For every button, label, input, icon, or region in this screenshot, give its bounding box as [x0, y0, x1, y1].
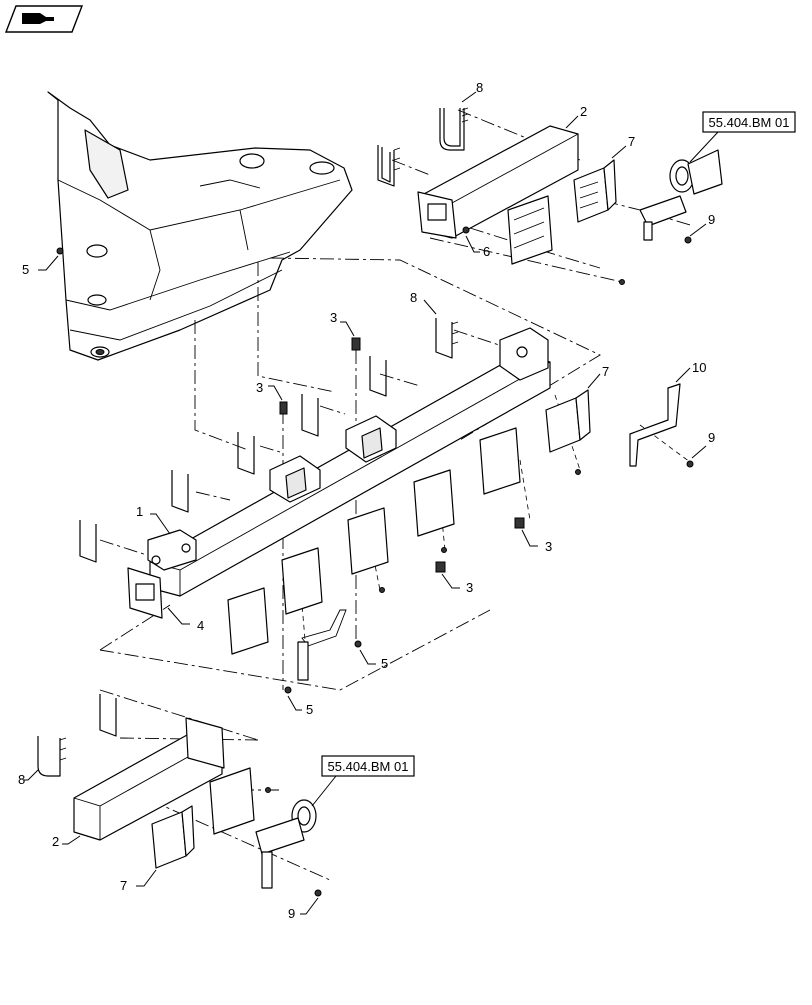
callout-9-bottom: 9: [288, 906, 295, 921]
callout-3-d: 3: [466, 580, 473, 595]
ref-leader-bottom: [311, 775, 337, 807]
callout-3-c: 3: [545, 539, 552, 554]
svg-text:55.404.BM 01: 55.404.BM 01: [709, 115, 790, 130]
reference-link-top-right[interactable]: 55.404.BM 01: [702, 111, 796, 133]
hand-pointing-icon: [22, 13, 54, 24]
callout-9-mid: 9: [708, 430, 715, 445]
bolt-3-c: [514, 517, 525, 529]
top-right-tube-assembly: [377, 107, 723, 285]
callout-8-mid: 8: [410, 290, 417, 305]
callout-7-mid: 7: [602, 364, 609, 379]
callout-7-top: 7: [628, 134, 635, 149]
callout-9-top: 9: [708, 212, 715, 227]
callout-5-a: 5: [22, 262, 29, 277]
callout-5-b: 5: [381, 656, 388, 671]
bolt-3-b: [279, 401, 288, 415]
callout-2-bottom: 2: [52, 834, 59, 849]
hitch-frame: [47, 91, 353, 361]
bolt-3-a: [351, 337, 361, 351]
callout-3-b: 3: [256, 380, 263, 395]
bottom-tube-assembly: [37, 694, 322, 897]
depth-wheel-bottom: [255, 799, 317, 889]
callout-3-a: 3: [330, 310, 337, 325]
callout-8-top: 8: [476, 80, 483, 95]
svg-text:55.404.BM 01: 55.404.BM 01: [328, 759, 409, 774]
callout-5-c: 5: [306, 702, 313, 717]
callout-2-top: 2: [580, 104, 587, 119]
assembly-lines: [99, 109, 691, 881]
callout-8-bottom: 8: [18, 772, 25, 787]
callout-10: 10: [692, 360, 706, 375]
callout-1: 1: [136, 504, 143, 519]
depth-wheel-top: [639, 149, 723, 241]
main-toolbar-assembly: [79, 318, 694, 694]
ref-leader-top: [689, 131, 719, 163]
bolt-3-d: [435, 561, 446, 573]
callout-7-bottom: 7: [120, 878, 127, 893]
callouts: 8 2 7 9 6 5 8 3 3 7 10 9 1: [18, 80, 715, 921]
nav-button[interactable]: [4, 5, 84, 33]
reference-link-bottom-center[interactable]: 55.404.BM 01: [321, 755, 415, 777]
callout-4: 4: [197, 618, 204, 633]
callout-6: 6: [483, 244, 490, 259]
